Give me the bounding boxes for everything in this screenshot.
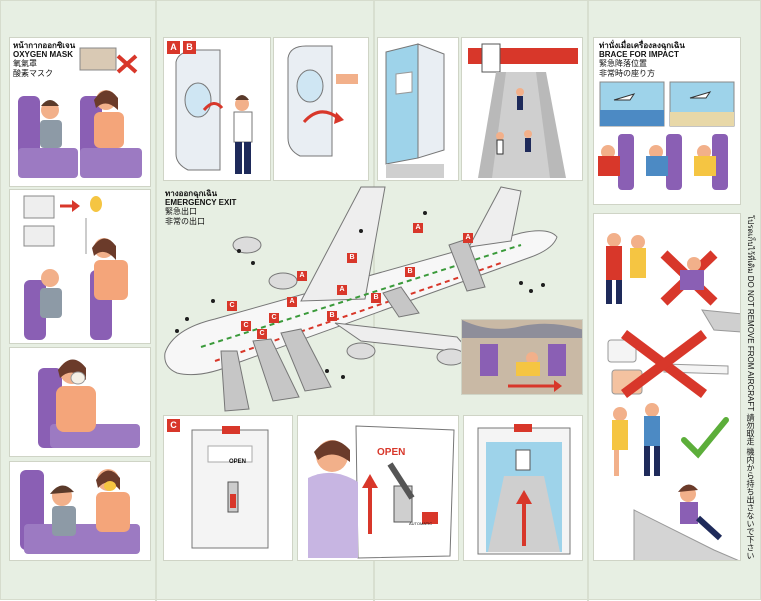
plane-tag-11: A <box>287 297 297 307</box>
oxygen-panel-2 <box>9 189 151 344</box>
oxygen-seated-passengers-illustration <box>18 47 142 178</box>
exit-heading: ทางออกฉุกเฉิน EMERGENCY EXIT 緊急出口 非常の出口 <box>165 189 236 226</box>
exit-title-jp: 非常の出口 <box>165 216 205 226</box>
aircraft-tail <box>468 186 522 248</box>
impact-heading: ท่านั่งเมื่อเครื่องลงฉุกเฉิน BRACE FOR I… <box>599 41 685 78</box>
door-c-closed-illustration <box>191 426 269 549</box>
plane-tag-12: B <box>371 293 381 303</box>
door-ab-panel-3 <box>377 37 459 181</box>
door-ab-panel-1 <box>163 37 271 181</box>
plane-tag-3: B <box>347 253 357 263</box>
brace-panel <box>593 37 741 205</box>
exit-title-en: EMERGENCY EXIT <box>165 198 237 208</box>
impact-title-en: BRACE FOR IMPACT <box>599 50 679 60</box>
door-c-open-large-label: OPEN <box>377 447 406 458</box>
plane-tag-7: C <box>227 301 237 311</box>
slide-5 <box>448 238 486 292</box>
door-c-exit-sign: EXIT <box>237 422 249 428</box>
door-push-open-illustration <box>287 45 358 157</box>
impact-title-cn: 緊急降落位置 <box>599 59 647 69</box>
door-tag-c: C <box>167 419 180 432</box>
slide-3 <box>280 328 332 392</box>
exit-title-th: ทางออกฉุกเฉิน <box>165 189 218 198</box>
evacuee-figures <box>175 211 545 379</box>
door-opened-illustration <box>385 43 445 178</box>
impact-title-jp: 非常時の座り方 <box>599 68 655 78</box>
door-c-pull-handle-illustration <box>308 425 455 559</box>
oxygen-panel-3 <box>9 347 151 457</box>
slide-1 <box>220 350 250 412</box>
slide-2 <box>252 338 300 402</box>
oxygen-assist-child-illustration <box>20 469 140 554</box>
aircraft-upper-wing <box>300 186 386 302</box>
do-not-remove-notice: โปรดเก็บไว้ที่เดิม DO NOT REMOVE FROM AI… <box>746 215 755 560</box>
oxygen-heading: หน้ากากออกซิเจน OXYGEN MASK 氧氣罩 酸素マスク <box>13 41 75 78</box>
oxygen-title-jp: 酸素マスク <box>13 68 53 78</box>
door-ab-panel-2 <box>273 37 369 181</box>
engine-left-2 <box>268 272 298 290</box>
plane-tag-8: C <box>269 313 279 323</box>
impact-title-th: ท่านั่งเมื่อเครื่องลงฉุกเฉิน <box>599 41 685 50</box>
oxygen-mask-drop-illustration <box>23 195 128 340</box>
door-c-opened-slide-illustration <box>477 424 571 555</box>
plane-tag-5: A <box>297 271 307 281</box>
plane-tag-1: A <box>413 223 423 233</box>
crawl-low-smoke-illustration <box>462 320 582 394</box>
plane-tag-6: A <box>337 285 347 295</box>
crawl-exit-inset <box>461 319 583 395</box>
door-c-panel-1 <box>163 415 293 561</box>
evacuation-rules-illustration <box>606 233 740 560</box>
oxygen-panel-1 <box>9 37 151 187</box>
exit-title-cn: 緊急出口 <box>165 207 197 217</box>
fold-line-right <box>587 1 589 601</box>
slide-evacuation-illustration <box>468 43 578 178</box>
door-c-open-small-label: OPEN <box>229 459 247 465</box>
slide-deploy-panel <box>461 37 583 181</box>
door-c-panel-2 <box>297 415 459 561</box>
oxygen-title-en: OXYGEN MASK <box>13 50 74 60</box>
plane-tag-9: C <box>241 321 251 331</box>
door-c-panel-3 <box>463 415 583 561</box>
door-c-automatic-label: AUTOMATIC <box>409 521 433 526</box>
plane-tag-2: A <box>463 233 473 243</box>
slide-4 <box>382 286 420 318</box>
plane-tag-4: B <box>405 267 415 277</box>
door-handle-lift-illustration <box>175 49 253 174</box>
door-tag-b: B <box>183 41 196 54</box>
plane-tag-10: B <box>327 311 337 321</box>
oxygen-mask-fitting-illustration <box>38 359 140 448</box>
plane-tag-13: C <box>257 329 267 339</box>
engine-right-1 <box>346 342 376 360</box>
door-tag-a: A <box>167 41 180 54</box>
brace-positions-illustration <box>598 81 735 190</box>
engine-left-1 <box>232 236 262 254</box>
evacuation-rules-panel <box>593 213 741 561</box>
oxygen-panel-4 <box>9 461 151 561</box>
fold-line-left <box>155 1 157 601</box>
oxygen-title-th: หน้ากากออกซิเจน <box>13 41 76 50</box>
oxygen-title-cn: 氧氣罩 <box>13 59 37 69</box>
